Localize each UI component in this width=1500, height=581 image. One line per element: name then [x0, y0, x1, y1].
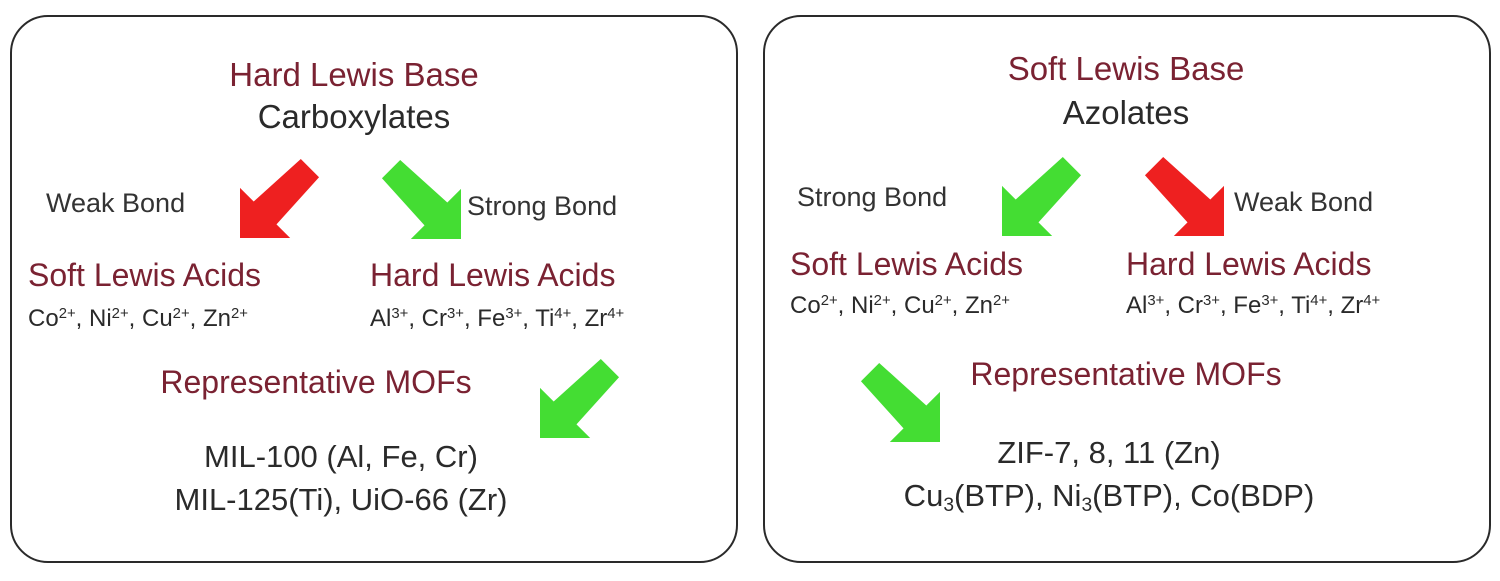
ion-charge: 4+ — [1310, 292, 1328, 309]
right-soft-acids-title: Soft Lewis Acids — [790, 246, 1023, 282]
right-mof-line-2: Cu3(BTP), Ni3(BTP), Co(BDP) — [903, 478, 1315, 515]
hard-base-panel — [10, 15, 738, 563]
ion-separator: , — [75, 305, 89, 332]
ion-symbol: Zn — [202, 305, 231, 332]
mof-text: (BTP), Ni — [954, 478, 1082, 513]
ion-symbol: Fe — [1233, 292, 1262, 319]
green-arrow-icon — [1002, 156, 1082, 236]
ion-charge: 4+ — [554, 305, 572, 322]
ion-charge: 3+ — [446, 305, 464, 322]
mof-text: (BTP), Co(BDP) — [1092, 478, 1315, 513]
ion-separator: , — [1164, 292, 1178, 319]
ion-symbol: Cr — [421, 305, 447, 332]
green-arrow-icon — [540, 358, 620, 438]
ion-charge: 2+ — [820, 292, 838, 309]
ion-separator: , — [189, 305, 203, 332]
ion-symbol: Cr — [1177, 292, 1203, 319]
left-hard-acid-ions: Al3+, Cr3+, Fe3+, Ti4+, Zr4+ — [370, 305, 625, 332]
ion-symbol: Cu — [141, 305, 173, 332]
green-arrow-shape — [381, 159, 461, 239]
subscript: 3 — [1081, 494, 1093, 516]
ion-charge: 2+ — [231, 305, 248, 322]
left-mof-line-2: MIL-125(Ti), UiO-66 (Zr) — [175, 484, 508, 515]
soft-base-name: Azolates — [1062, 94, 1190, 131]
mof-text: MIL-125(Ti), UiO-66 (Zr) — [174, 482, 508, 517]
ion-separator: , — [1327, 292, 1341, 319]
ion-symbol: Ni — [89, 305, 112, 332]
ion-separator: , — [1219, 292, 1234, 319]
right-hard-acid-ions: Al3+, Cr3+, Fe3+, Ti4+, Zr4+ — [1126, 292, 1381, 319]
green-arrow-icon — [381, 159, 461, 239]
right-weak-bond-label: Weak Bond — [1234, 187, 1374, 217]
ion-charge: 2+ — [58, 305, 76, 322]
hard-base-title: Hard Lewis Base — [229, 56, 479, 93]
right-soft-acid-ions: Co2+, Ni2+, Cu2+, Zn2+ — [790, 292, 1010, 319]
soft-base-panel — [763, 15, 1491, 563]
ion-symbol: Al — [370, 305, 392, 332]
ion-symbol: Zr — [584, 305, 608, 332]
ion-charge: 4+ — [1363, 292, 1381, 309]
ion-charge: 3+ — [505, 305, 523, 322]
ion-symbol: Cu — [903, 292, 935, 319]
ion-separator: , — [837, 292, 851, 319]
right-strong-bond-label: Strong Bond — [797, 182, 948, 212]
ion-separator: , — [890, 292, 904, 319]
ion-symbol: Ti — [535, 305, 555, 332]
ion-charge: 3+ — [391, 305, 409, 322]
left-soft-acids-title: Soft Lewis Acids — [28, 257, 261, 293]
ion-symbol: Al — [1126, 292, 1148, 319]
ion-charge: 3+ — [1261, 292, 1279, 309]
ion-charge: 2+ — [993, 292, 1010, 309]
ion-symbol: Ni — [851, 292, 874, 319]
ion-charge: 4+ — [607, 305, 625, 322]
ion-symbol: Co — [790, 292, 821, 319]
right-mof-title: Representative MOFs — [970, 356, 1282, 392]
right-mof-line-1: ZIF-7, 8, 11 (Zn) — [997, 437, 1220, 468]
ion-separator: , — [128, 305, 142, 332]
red-arrow-shape — [240, 158, 320, 238]
subscript: 3 — [943, 494, 955, 516]
left-soft-acid-ions: Co2+, Ni2+, Cu2+, Zn2+ — [28, 305, 248, 332]
ion-charge: 2+ — [934, 292, 952, 309]
ion-symbol: Ti — [1291, 292, 1311, 319]
ion-symbol: Zr — [1340, 292, 1364, 319]
ion-separator: , — [571, 305, 585, 332]
mof-text: ZIF-7, 8, 11 (Zn) — [997, 435, 1221, 470]
ion-symbol: Fe — [477, 305, 506, 332]
ion-separator: , — [1278, 292, 1292, 319]
ion-charge: 2+ — [111, 305, 129, 322]
right-hard-acids-title: Hard Lewis Acids — [1126, 246, 1372, 282]
left-mof-line-1: MIL-100 (Al, Fe, Cr) — [204, 441, 478, 472]
green-arrow-icon — [860, 362, 940, 442]
ion-charge: 3+ — [1202, 292, 1220, 309]
ion-symbol: Zn — [964, 292, 993, 319]
left-hard-acids-title: Hard Lewis Acids — [370, 257, 616, 293]
left-strong-bond-label: Strong Bond — [467, 191, 618, 221]
left-mof-title: Representative MOFs — [160, 364, 472, 400]
red-arrow-icon — [1144, 156, 1224, 236]
ion-symbol: Co — [28, 305, 59, 332]
ion-separator: , — [951, 292, 965, 319]
ion-charge: 2+ — [873, 292, 891, 309]
mof-text: MIL-100 (Al, Fe, Cr) — [204, 439, 478, 474]
ion-separator: , — [463, 305, 478, 332]
mof-text: Cu — [903, 478, 944, 513]
hard-base-name: Carboxylates — [257, 98, 451, 135]
left-weak-bond-label: Weak Bond — [46, 188, 186, 218]
ion-separator: , — [408, 305, 422, 332]
ion-charge: 2+ — [172, 305, 190, 322]
soft-base-title: Soft Lewis Base — [1007, 50, 1245, 87]
red-arrow-icon — [240, 158, 320, 238]
ion-charge: 3+ — [1147, 292, 1165, 309]
ion-separator: , — [522, 305, 536, 332]
